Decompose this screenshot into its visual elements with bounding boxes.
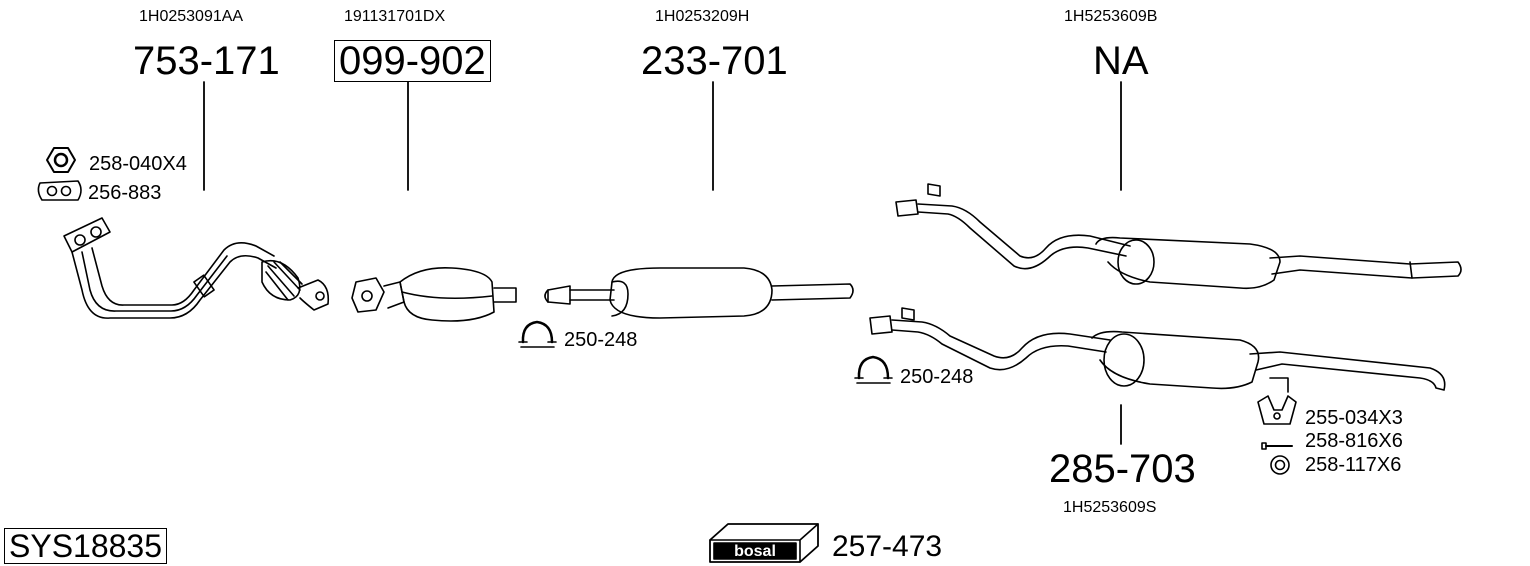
gasket-icon xyxy=(37,180,82,201)
part-number-rear-upper[interactable]: NA xyxy=(1093,39,1149,83)
acc-bolt-label[interactable]: 258-816X6 xyxy=(1305,430,1403,452)
oem-downpipe: 1H0253091AA xyxy=(139,8,244,25)
oem-catalyst: 191131701DX xyxy=(344,8,446,25)
acc-ring-label[interactable]: 258-117X6 xyxy=(1305,454,1402,476)
oem-middle: 1H0253209H xyxy=(655,8,750,25)
acc-gasket-label[interactable]: 256-883 xyxy=(88,182,162,204)
oem-rear-lower: 1H5253609S xyxy=(1063,499,1157,516)
leader-lines xyxy=(203,81,1122,445)
rear-silencer-lower-drawing xyxy=(869,307,1446,393)
middle-silencer-drawing xyxy=(544,267,854,319)
rear-silencer-upper-drawing xyxy=(895,183,1462,290)
ring-icon xyxy=(1270,455,1290,475)
bosal-logo-text: bosal xyxy=(734,543,776,560)
part-number-rear-lower[interactable]: 285-703 xyxy=(1049,447,1196,491)
part-number-downpipe[interactable]: 753-171 xyxy=(133,39,280,83)
acc-clamp-left-label[interactable]: 250-248 xyxy=(564,329,638,351)
downpipe-drawing xyxy=(63,217,330,319)
brand-part-number[interactable]: 257-473 xyxy=(832,530,943,563)
catalyst-drawing xyxy=(351,266,517,322)
hanger-icon xyxy=(1257,395,1297,425)
oem-rear-upper: 1H5253609B xyxy=(1064,8,1158,25)
bosal-logo: bosal xyxy=(709,523,819,563)
system-id: SYS18835 xyxy=(4,528,168,564)
part-number-middle[interactable]: 233-701 xyxy=(641,39,788,83)
acc-clamp-right-label[interactable]: 250-248 xyxy=(900,366,974,388)
part-number-catalyst[interactable]: 099-902 xyxy=(334,40,491,82)
bolt-icon xyxy=(1261,442,1293,450)
acc-hanger-label[interactable]: 255-034X3 xyxy=(1305,407,1403,429)
clamp-icon-left xyxy=(518,320,557,348)
nut-icon xyxy=(46,147,76,173)
clamp-icon-right xyxy=(854,355,893,384)
acc-nut-label[interactable]: 258-040X4 xyxy=(89,153,187,175)
